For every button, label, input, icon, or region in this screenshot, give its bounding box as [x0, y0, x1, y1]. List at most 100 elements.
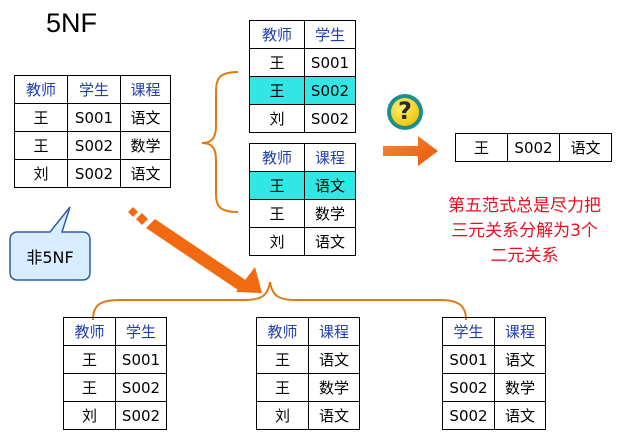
table-cell: 王	[249, 48, 305, 77]
table-row: 刘 S002	[249, 104, 356, 133]
table-cell: S001	[67, 103, 121, 132]
table-row: 刘 语文	[249, 227, 356, 256]
table-cell: 王	[256, 373, 309, 402]
table-cell: 刘	[249, 104, 305, 133]
table-cell: 刘	[63, 401, 116, 430]
note-line: 第五范式总是尽力把	[448, 196, 601, 216]
student-course-table: 学生 课程 S001 语文 S002 数学 S002 语文	[442, 317, 546, 430]
table-header-row: 教师 学生	[249, 20, 356, 49]
teacher-student-table-top: 教师 学生 王 S001 王 S002 刘 S002	[249, 20, 356, 133]
table-row: 王 语文	[256, 345, 360, 374]
table-cell: 语文	[304, 227, 356, 256]
table-cell: 数学	[494, 373, 546, 402]
table-cell: S002	[304, 76, 356, 105]
table-cell: S002	[67, 159, 121, 188]
column-header: 课程	[304, 143, 356, 172]
table-cell: 王	[455, 133, 508, 162]
column-header: 学生	[304, 20, 356, 49]
table-cell: 王	[63, 345, 116, 374]
table-row: 王 S001	[249, 48, 356, 77]
note-line: 三元关系分解为3个	[451, 221, 598, 241]
table-row: S002 语文	[442, 401, 546, 430]
table-cell: 刘	[249, 227, 305, 256]
table-row: S002 数学	[442, 373, 546, 402]
column-header: 教师	[249, 143, 305, 172]
table-cell: 王	[63, 373, 116, 402]
column-header: 课程	[120, 75, 171, 104]
table-row: 王 S001	[63, 345, 167, 374]
table-cell: 王	[256, 345, 309, 374]
table-cell: S002	[442, 373, 495, 402]
table-cell: 数学	[304, 199, 356, 228]
bottom-brace	[92, 281, 467, 321]
table-row: 王 S002 语文	[455, 133, 612, 162]
column-header: 教师	[249, 20, 305, 49]
table-cell: 刘	[14, 159, 68, 188]
table-cell: S002	[115, 373, 167, 402]
callout-bubble	[9, 206, 91, 281]
table-row: 王 S002 数学	[14, 131, 171, 160]
join-arrow	[383, 136, 438, 166]
column-header: 学生	[442, 317, 495, 346]
table-row: 刘 语文	[256, 401, 360, 430]
table-cell: 王	[14, 103, 68, 132]
table-cell: 语文	[308, 401, 360, 430]
table-cell: 语文	[559, 133, 612, 162]
column-header: 教师	[63, 317, 116, 346]
column-header: 学生	[67, 75, 121, 104]
teacher-course-table: 教师 课程 王 语文 王 数学 刘 语文	[256, 317, 360, 430]
table-cell: 数学	[308, 373, 360, 402]
table-row-highlighted: 王 S002	[249, 76, 356, 105]
original-relation-table: 教师 学生 课程 王 S001 语文 王 S002 数学 刘 S002 语文	[14, 75, 171, 188]
table-cell: S002	[507, 133, 560, 162]
table-row: 王 S001 语文	[14, 103, 171, 132]
column-header: 学生	[115, 317, 167, 346]
table-cell: S002	[304, 104, 356, 133]
table-row: 刘 S002 语文	[14, 159, 171, 188]
table-header-row: 教师 课程	[256, 317, 360, 346]
note-line: 二元关系	[490, 246, 559, 266]
table-cell: 语文	[494, 401, 546, 430]
top-brace	[201, 71, 239, 213]
column-header: 教师	[14, 75, 68, 104]
table-cell: 王	[249, 76, 305, 105]
column-header: 课程	[494, 317, 546, 346]
teacher-course-table-top: 教师 课程 王 语文 王 数学 刘 语文	[249, 143, 356, 256]
callout-label: 非5NF	[26, 248, 74, 267]
table-cell: 王	[249, 171, 305, 200]
page-title: 5NF	[46, 8, 98, 38]
table-cell: 语文	[308, 345, 360, 374]
table-header-row: 学生 课程	[442, 317, 546, 346]
table-cell: S001	[442, 345, 495, 374]
column-header: 教师	[256, 317, 309, 346]
table-row: 王 S002	[63, 373, 167, 402]
table-row: 刘 S002	[63, 401, 167, 430]
table-row: S001 语文	[442, 345, 546, 374]
table-cell: S001	[115, 345, 167, 374]
table-cell: 语文	[120, 103, 171, 132]
table-cell: 王	[249, 199, 305, 228]
table-cell: 语文	[304, 171, 356, 200]
table-cell: S002	[115, 401, 167, 430]
table-cell: 刘	[256, 401, 309, 430]
join-result-row: 王 S002 语文	[455, 133, 612, 162]
table-header-row: 教师 学生	[63, 317, 167, 346]
teacher-student-table: 教师 学生 王 S001 王 S002 刘 S002	[63, 317, 167, 430]
table-row: 王 数学	[249, 199, 356, 228]
question-mark: ?	[398, 97, 412, 125]
column-header: 课程	[308, 317, 360, 346]
table-cell: 语文	[120, 159, 171, 188]
table-header-row: 教师 课程	[249, 143, 356, 172]
table-cell: S001	[304, 48, 356, 77]
question-icon	[387, 94, 423, 130]
table-cell: 数学	[120, 131, 171, 160]
table-cell: S002	[442, 401, 495, 430]
table-cell: S002	[67, 131, 121, 160]
note-text: 第五范式总是尽力把 三元关系分解为3个 二元关系	[422, 194, 627, 269]
table-row: 王 数学	[256, 373, 360, 402]
table-cell: 语文	[494, 345, 546, 374]
decomposition-arrow	[128, 207, 262, 293]
table-cell: 王	[14, 131, 68, 160]
table-header-row: 教师 学生 课程	[14, 75, 171, 104]
